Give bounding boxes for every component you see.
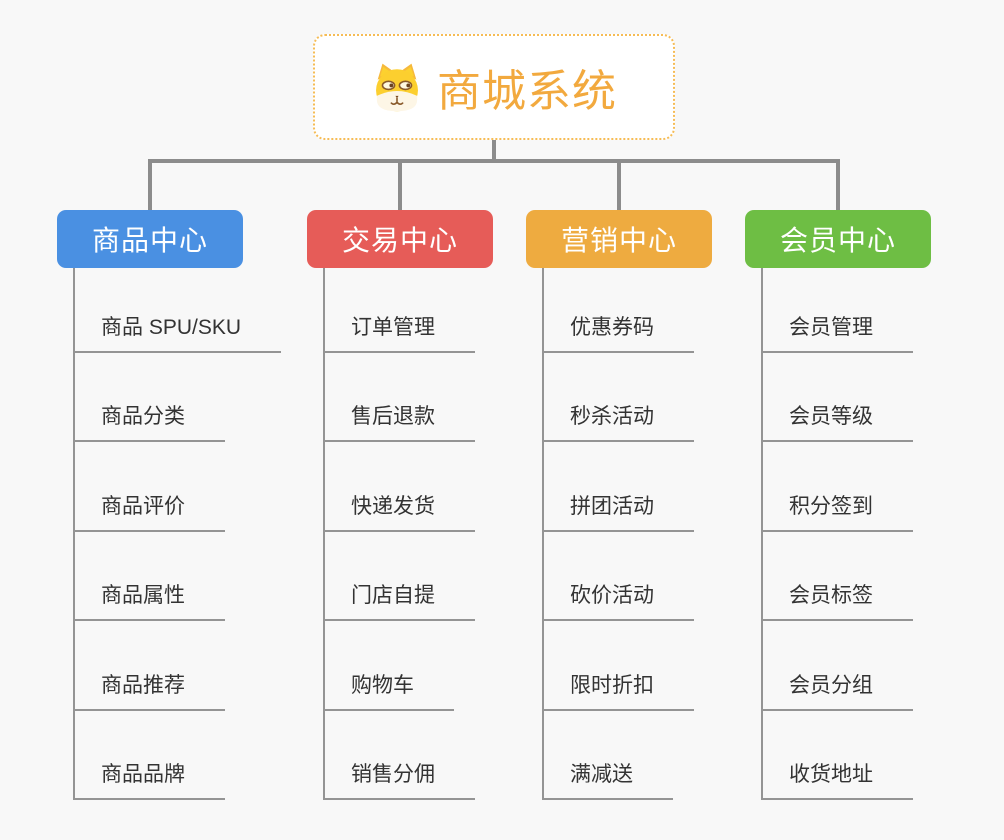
branch-product-center: 商品中心 商品 SPU/SKU 商品分类商品评价商品属性商品推荐商品品牌: [57, 210, 317, 810]
connector-branch-stub: [148, 159, 152, 210]
branch-header[interactable]: 营销中心: [526, 210, 712, 268]
child-topic[interactable]: 商品品牌: [73, 760, 225, 800]
child-topic[interactable]: 会员管理: [761, 313, 913, 353]
child-topic[interactable]: 快递发货: [323, 492, 475, 532]
branch-trade-center: 交易中心 订单管理售后退款快递发货门店自提购物车销售分佣: [307, 210, 567, 810]
child-topic[interactable]: 砍价活动: [542, 581, 694, 622]
branch-header[interactable]: 商品中心: [57, 210, 243, 268]
child-topic[interactable]: 门店自提: [323, 581, 475, 622]
dog-face-icon: [376, 63, 418, 112]
branch-trunk-line: [761, 268, 763, 800]
child-topic[interactable]: 商品属性: [73, 581, 225, 622]
child-topic[interactable]: 购物车: [323, 671, 454, 711]
branch-marketing-center: 营销中心 优惠券码秒杀活动拼团活动砍价活动限时折扣满减送: [526, 210, 786, 810]
child-topic[interactable]: 会员等级: [761, 402, 913, 443]
child-topic[interactable]: 商品推荐: [73, 671, 225, 711]
branch-trunk-line: [542, 268, 544, 800]
child-topic[interactable]: 满减送: [542, 760, 673, 800]
connector-horizontal-rail: [148, 159, 840, 163]
branch-trunk-line: [73, 268, 75, 800]
branch-trunk-line: [323, 268, 325, 800]
branch-header[interactable]: 会员中心: [745, 210, 931, 268]
branch-header[interactable]: 交易中心: [307, 210, 493, 268]
child-topic[interactable]: 订单管理: [323, 313, 475, 353]
branch-member-center: 会员中心 会员管理会员等级积分签到会员标签会员分组收货地址: [745, 210, 1004, 810]
connector-branch-stub: [398, 159, 402, 210]
connector-root-stub: [492, 140, 496, 163]
child-topic[interactable]: 拼团活动: [542, 492, 694, 532]
root-topic[interactable]: 商城系统: [313, 34, 675, 140]
root-topic-label: 商城系统: [437, 67, 617, 116]
child-topic[interactable]: 会员标签: [761, 581, 913, 622]
connector-branch-stub: [836, 159, 840, 210]
child-topic[interactable]: 商品 SPU/SKU: [73, 313, 282, 353]
child-topic[interactable]: 售后退款: [323, 402, 475, 443]
child-topic[interactable]: 销售分佣: [323, 760, 475, 800]
connector-branch-stub: [617, 159, 621, 210]
child-topic[interactable]: 积分签到: [761, 492, 913, 532]
child-topic[interactable]: 商品评价: [73, 492, 225, 532]
child-topic[interactable]: 秒杀活动: [542, 402, 694, 443]
child-topic[interactable]: 收货地址: [761, 760, 913, 800]
child-topic[interactable]: 商品分类: [73, 402, 225, 443]
child-topic[interactable]: 优惠券码: [542, 313, 694, 353]
child-topic[interactable]: 会员分组: [761, 671, 913, 711]
child-topic[interactable]: 限时折扣: [542, 671, 694, 711]
